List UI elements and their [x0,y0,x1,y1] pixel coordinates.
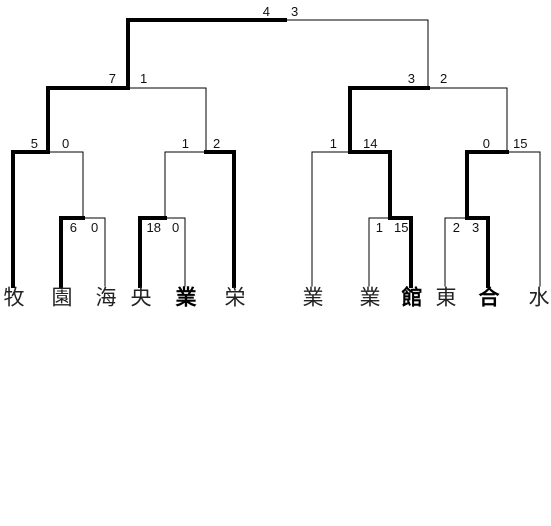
team-7: 帯広工業 [299,286,325,526]
qf1-score-right: 0 [62,136,69,151]
qf2-line-left [164,151,207,219]
team-name: 清水 [526,286,550,500]
team-3: 北海 [92,286,118,526]
r1a-score-right: 0 [91,220,98,235]
final-line-right [284,19,429,89]
r1c-line-left [368,217,391,287]
team-10: 苫小牧東 [432,286,458,526]
qf3-line-left [311,151,351,287]
qf4-line-right [506,151,541,287]
r1c-line-right [388,216,413,288]
r1b-line-left [138,216,167,288]
team-name: 釧路連合 [476,286,500,358]
qf1-line-right [47,151,84,219]
r1d-score-right: 3 [472,220,479,235]
team-name: 武修館 [399,286,423,393]
team-name: 苫小牧東 [433,286,457,358]
semi-left-score-left: 7 [109,71,116,86]
semi-right-line-left [348,86,430,154]
qf1-line-left [11,150,50,288]
team-4: 苫小牧中央 [127,286,153,526]
semi-left-score-right: 1 [140,71,147,86]
team-name: 苫小牧工業 [357,286,381,340]
r1a-line-right [82,217,106,287]
team-name: 北海道栄 [222,286,246,358]
qf2-line-right [204,150,236,288]
team-5: 釧路工業 [172,286,198,526]
team-name: 白樺学園 [49,286,73,358]
team-1: 駒大苫小牧 [0,286,26,526]
qf2-score-left: 1 [182,136,189,151]
team-9: 武修館 [398,286,424,526]
qf4-line-left [465,150,509,220]
r1a-score-left: 6 [70,220,77,235]
qf3-score-left: 1 [330,136,337,151]
r1c-score-right: 15 [394,220,408,235]
semi-left-line-left [46,86,130,154]
qf3-score-right: 14 [363,136,377,151]
r1a-line-left [59,216,85,288]
r1b-line-right [164,217,186,287]
team-8: 苫小牧工業 [356,286,382,526]
qf3-line-right [348,150,392,220]
team-name: 北海 [93,286,117,500]
team-11: 釧路連合 [475,286,501,526]
r1d-score-left: 2 [453,220,460,235]
team-12: 清水 [525,286,551,526]
team-name: 駒大苫小牧 [1,286,25,340]
r1b-score-right: 0 [172,220,179,235]
final-line-left [126,18,287,90]
semi-right-score-right: 2 [440,71,447,86]
team-name: 釧路工業 [173,286,197,358]
final-score-left: 4 [263,4,270,19]
qf4-score-left: 0 [483,136,490,151]
team-name: 苫小牧中央 [128,286,152,340]
r1c-score-left: 1 [376,220,383,235]
final-score-right: 3 [291,4,298,19]
qf4-score-right: 15 [513,136,527,151]
semi-left-line-right [127,87,207,153]
r1b-score-left: 18 [147,220,161,235]
qf1-score-left: 5 [31,136,38,151]
semi-right-score-left: 3 [408,71,415,86]
team-2: 白樺学園 [48,286,74,526]
r1d-line-left [444,217,468,287]
team-6: 北海道栄 [221,286,247,526]
r1d-line-right [465,216,490,288]
team-name: 帯広工業 [300,286,324,358]
qf2-score-right: 2 [213,136,220,151]
semi-right-line-right [427,87,508,153]
